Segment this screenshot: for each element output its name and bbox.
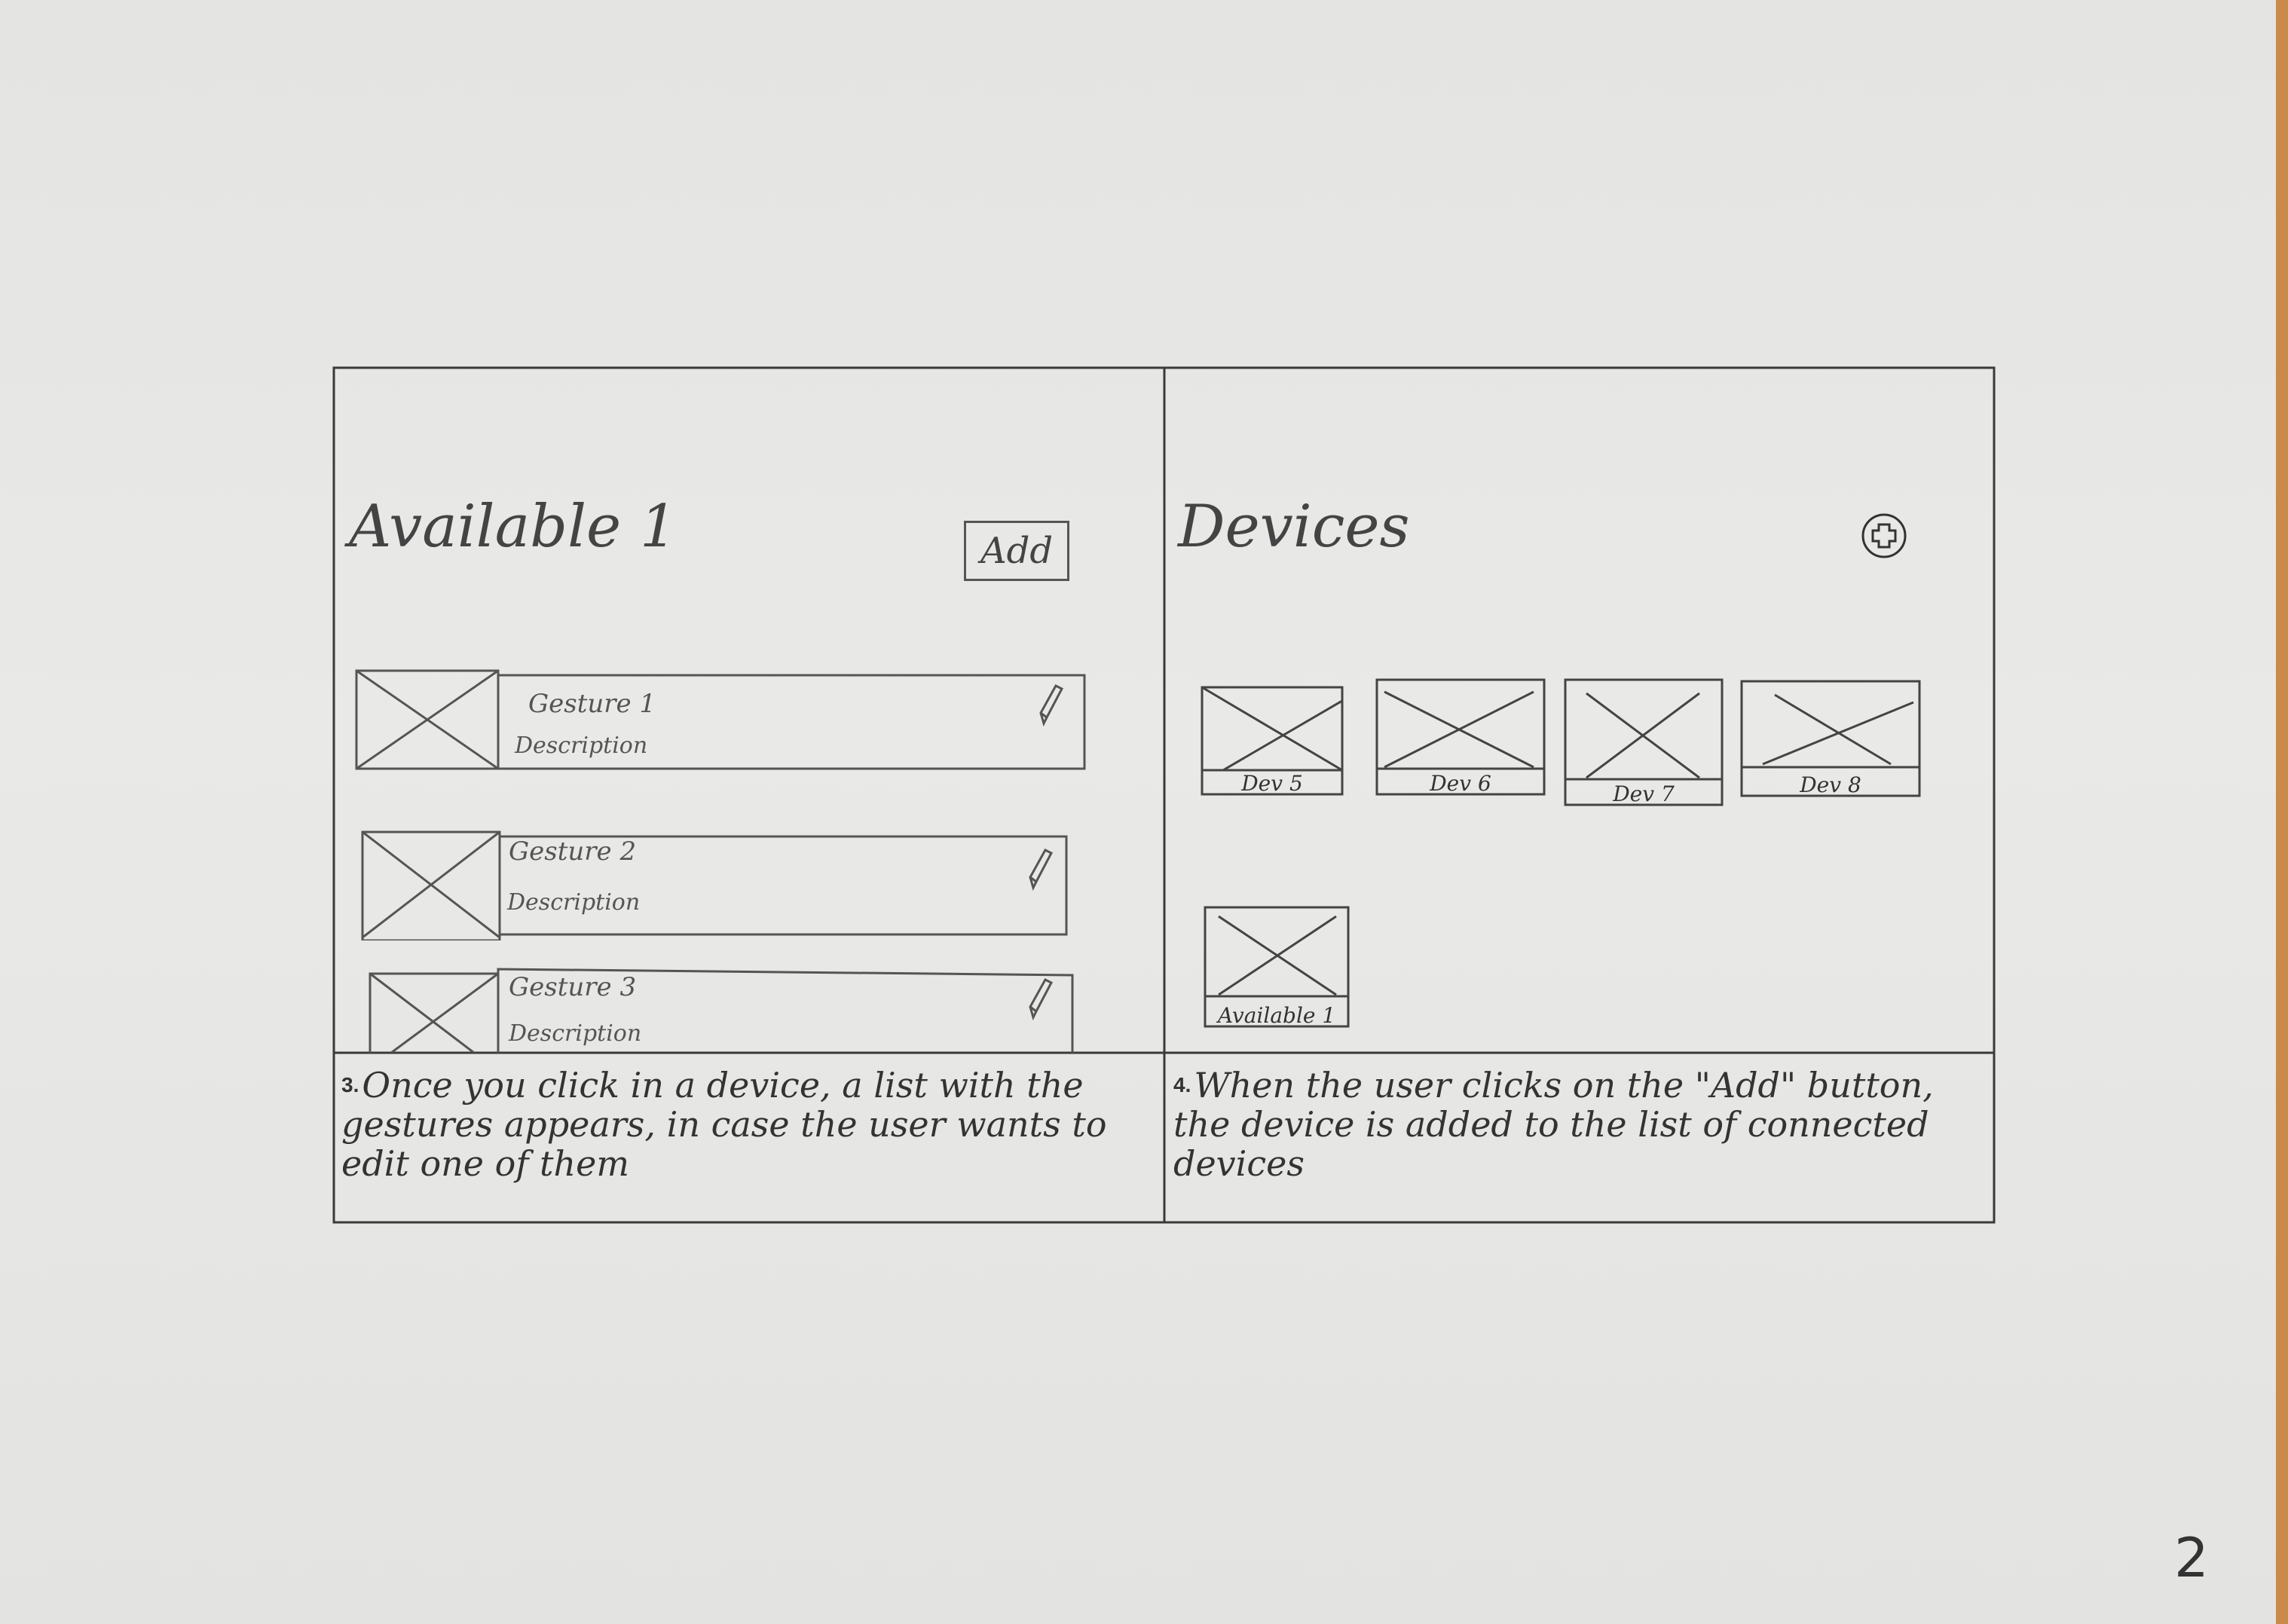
edit-pencil-icon[interactable] (1027, 846, 1054, 892)
panel-title-devices: Devices (1178, 493, 1410, 561)
note-text: Once you click in a device, a list with … (341, 1065, 1107, 1184)
gesture-name: Gesture 2 (509, 836, 637, 867)
edit-pencil-icon[interactable] (1027, 975, 1054, 1022)
gesture-row[interactable]: Gesture 2 Description (361, 827, 1430, 940)
gesture-name: Gesture 1 (528, 689, 656, 719)
device-thumbnail (1201, 686, 1344, 796)
device-label: Available 1 (1217, 1003, 1336, 1028)
storyboard-sheet: Available 1 Add Gesture 1 Description (332, 366, 1996, 1224)
device-thumbnail (1740, 680, 1921, 797)
gesture-description: Description (507, 889, 641, 916)
gesture-description: Description (515, 732, 648, 759)
device-tile-available-1[interactable]: Available 1 (1204, 906, 1350, 1028)
note-number: 4. (1173, 1073, 1191, 1096)
device-label: Dev 7 (1613, 781, 1675, 806)
device-label: Dev 6 (1430, 771, 1491, 796)
note-text: When the user clicks on the "Add" button… (1173, 1065, 1934, 1184)
gesture-row-frame (369, 968, 1074, 1053)
gesture-row-frame (361, 830, 1068, 940)
edit-pencil-icon[interactable] (1038, 681, 1065, 728)
plus-circle-icon[interactable] (1859, 511, 1909, 561)
device-thumbnail (1375, 678, 1546, 796)
page-number: 2 (2174, 1526, 2209, 1589)
storyboard-note-4: 4.When the user clicks on the "Add" butt… (1173, 1066, 1987, 1183)
device-label: Dev 5 (1241, 771, 1303, 796)
device-label: Dev 8 (1800, 772, 1861, 797)
device-thumbnail (1564, 678, 1724, 806)
device-tile-dev-6[interactable]: Dev 6 (1375, 678, 1546, 796)
gesture-row-frame (355, 669, 1086, 770)
panel-title-available: Available 1 (349, 493, 678, 561)
note-number: 3. (341, 1073, 359, 1096)
storyboard-note-3: 3.Once you click in a device, a list wit… (341, 1066, 1155, 1183)
device-thumbnail (1204, 906, 1350, 1028)
storyboard-grid (332, 366, 1996, 1224)
device-tile-dev-8[interactable]: Dev 8 (1740, 680, 1921, 797)
gesture-row[interactable]: Gesture 1 Description (355, 665, 1424, 778)
gesture-description: Description (509, 1020, 642, 1047)
gesture-name: Gesture 3 (509, 972, 637, 1002)
add-button[interactable]: Add (964, 521, 1069, 581)
gesture-row[interactable]: Gesture 3 Description (369, 965, 1437, 1053)
device-tile-dev-5[interactable]: Dev 5 (1201, 686, 1344, 796)
device-tile-dev-7[interactable]: Dev 7 (1564, 678, 1724, 806)
